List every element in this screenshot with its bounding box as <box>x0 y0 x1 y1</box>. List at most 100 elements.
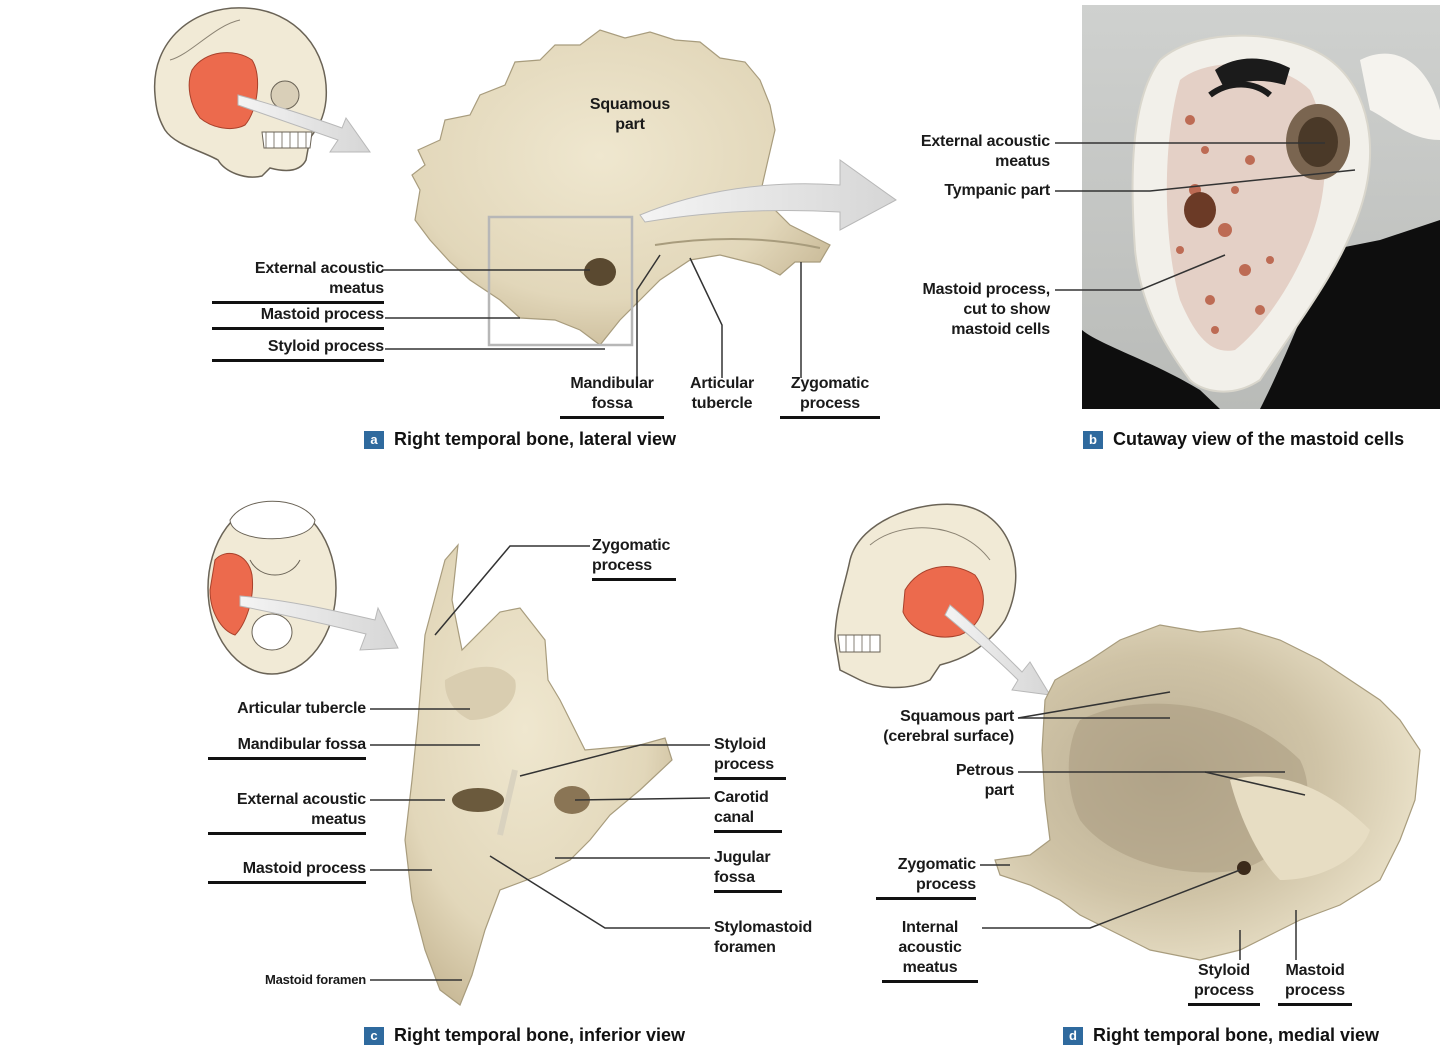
pointer-arrow-c <box>239 595 399 651</box>
label-zygomatic-d-line1: Zygomatic <box>897 856 976 873</box>
leaders-a <box>382 254 802 378</box>
label-ext-meatus-c-line2: meatus <box>311 811 366 828</box>
panel-a <box>153 7 897 378</box>
label-ext-meatus-c-line1: External acoustic <box>236 791 366 808</box>
label-styloid-c-line2: process <box>714 756 774 773</box>
label-mastoid-process-text: Mastoid process <box>260 306 384 323</box>
caption-panel-a: a Right temporal bone, lateral view <box>364 428 676 450</box>
label-ext-meatus-line2: meatus <box>329 280 384 297</box>
label-squamous-d-line1: Squamous part <box>900 708 1014 725</box>
caption-a-text: Right temporal bone, lateral view <box>394 429 677 449</box>
label-zygomatic-process-a: Zygomatic process <box>780 374 880 419</box>
panel-b-photo <box>1055 5 1440 409</box>
caption-panel-d: d Right temporal bone, medial view <box>1063 1024 1379 1046</box>
label-squamous-part-a: Squamous part <box>580 95 680 135</box>
label-zygomatic-d-line2: process <box>916 876 976 893</box>
label-external-acoustic-meatus-c: External acoustic meatus <box>208 790 366 835</box>
label-styloid-process-d: Styloid process <box>1188 961 1260 1006</box>
label-ext-meatus-b-line2: meatus <box>995 153 1050 170</box>
label-squamous-d-line2: (cerebral surface) <box>883 728 1014 745</box>
label-mastoid-process-c-text: Mastoid process <box>242 860 366 877</box>
label-external-acoustic-meatus-a: External acoustic meatus <box>212 259 384 304</box>
temporal-bone-inferior <box>404 543 673 1006</box>
label-articular-line2: tubercle <box>691 395 753 412</box>
label-jugular-line2: fossa <box>714 869 755 886</box>
badge-c: c <box>364 1027 384 1045</box>
leaders-b <box>1055 142 1356 291</box>
label-articular-tubercle-text: Articular tubercle <box>237 700 366 717</box>
caption-d-text: Right temporal bone, medial view <box>1093 1025 1380 1045</box>
panel-d <box>834 503 1421 961</box>
label-squamous-line1: Squamous <box>589 96 671 113</box>
label-zygomatic-line2: process <box>800 395 860 412</box>
badge-b: b <box>1083 431 1103 449</box>
label-mastoid-cut-line3: mastoid cells <box>951 321 1050 338</box>
label-petrous-part: Petrous part <box>900 761 1014 801</box>
label-tympanic-text: Tympanic part <box>944 182 1050 199</box>
caption-b-text: Cutaway view of the mastoid cells <box>1113 429 1405 449</box>
label-mastoid-cut-line1: Mastoid process, <box>922 281 1050 298</box>
ear-canal-opening <box>584 258 616 286</box>
label-mastoid-d-line2: process <box>1285 982 1345 999</box>
label-internal-line3: meatus <box>902 959 958 976</box>
label-petrous-line2: part <box>984 782 1015 799</box>
label-ext-meatus-line1: External acoustic <box>254 260 384 277</box>
caption-panel-b: b Cutaway view of the mastoid cells <box>1083 428 1404 450</box>
label-petrous-line1: Petrous <box>955 762 1014 779</box>
label-mastoid-foramen-text: Mastoid foramen <box>264 972 366 987</box>
label-zygomatic-process-c: Zygomatic process <box>592 536 676 581</box>
label-mastoid-process-a: Mastoid process <box>212 305 384 330</box>
label-mastoid-cut-line2: cut to show <box>963 301 1050 318</box>
label-articular-line1: Articular <box>690 375 754 392</box>
label-styloid-c-line1: Styloid <box>714 736 766 753</box>
label-articular-tubercle-a: Articular tubercle <box>676 374 768 414</box>
label-stylomastoid-line2: foramen <box>714 939 776 956</box>
label-mastoid-process-c: Mastoid process <box>208 859 366 884</box>
label-tympanic-part: Tympanic part <box>870 181 1050 201</box>
label-zygomatic-c-line1: Zygomatic <box>592 537 671 554</box>
caption-c-text: Right temporal bone, inferior view <box>394 1025 686 1045</box>
label-ext-meatus-b-line1: External acoustic <box>920 133 1050 150</box>
label-internal-acoustic-meatus: Internal acoustic meatus <box>882 918 978 983</box>
caption-panel-c: c Right temporal bone, inferior view <box>364 1024 685 1046</box>
label-internal-line1: Internal <box>901 919 959 936</box>
label-mandibular-line1: Mandibular <box>570 375 654 392</box>
label-styloid-process-text: Styloid process <box>267 338 384 355</box>
label-styloid-process-a: Styloid process <box>212 337 384 362</box>
label-external-acoustic-meatus-b: External acoustic meatus <box>870 132 1050 172</box>
label-mandibular-fossa-c: Mandibular fossa <box>208 735 366 760</box>
label-mastoid-process-cut: Mastoid process, cut to show mastoid cel… <box>870 280 1050 340</box>
zoom-box <box>487 215 634 347</box>
label-mandibular-line2: fossa <box>591 395 633 412</box>
skull-inferior-thumbnail <box>207 500 337 675</box>
pointer-arrow-a <box>237 94 371 153</box>
leaders-c <box>370 545 711 981</box>
panel-c <box>207 500 711 1006</box>
label-internal-line2: acoustic <box>898 939 962 956</box>
label-carotid-line1: Carotid <box>714 789 769 806</box>
skull-lateral-thumbnail <box>153 7 327 178</box>
pointer-arrow-d <box>944 604 1051 696</box>
label-mastoid-d-line1: Mastoid <box>1285 962 1345 979</box>
label-zygomatic-c-line2: process <box>592 557 652 574</box>
label-mastoid-process-d: Mastoid process <box>1278 961 1352 1006</box>
label-jugular-fossa: Jugular fossa <box>714 848 782 893</box>
label-mandibular-fossa-a: Mandibular fossa <box>560 374 664 419</box>
label-styloid-process-c: Styloid process <box>714 735 786 780</box>
label-carotid-line2: canal <box>714 809 754 826</box>
label-carotid-canal: Carotid canal <box>714 788 782 833</box>
temporal-bone-lateral <box>411 29 831 346</box>
label-styloid-d-line2: process <box>1194 982 1254 999</box>
badge-d: d <box>1063 1027 1083 1045</box>
label-stylomastoid-line1: Stylomastoid <box>714 919 813 936</box>
label-articular-tubercle-c: Articular tubercle <box>190 699 366 719</box>
label-stylomastoid-foramen: Stylomastoid foramen <box>714 918 834 958</box>
pointer-arrow-b <box>639 159 897 231</box>
label-squamous-part-d: Squamous part (cerebral surface) <box>840 707 1014 747</box>
label-jugular-line1: Jugular <box>714 849 771 866</box>
badge-a: a <box>364 431 384 449</box>
skull-sagittal-thumbnail <box>834 503 1017 689</box>
label-mastoid-foramen: Mastoid foramen <box>190 970 366 990</box>
label-squamous-line2: part <box>615 116 645 133</box>
